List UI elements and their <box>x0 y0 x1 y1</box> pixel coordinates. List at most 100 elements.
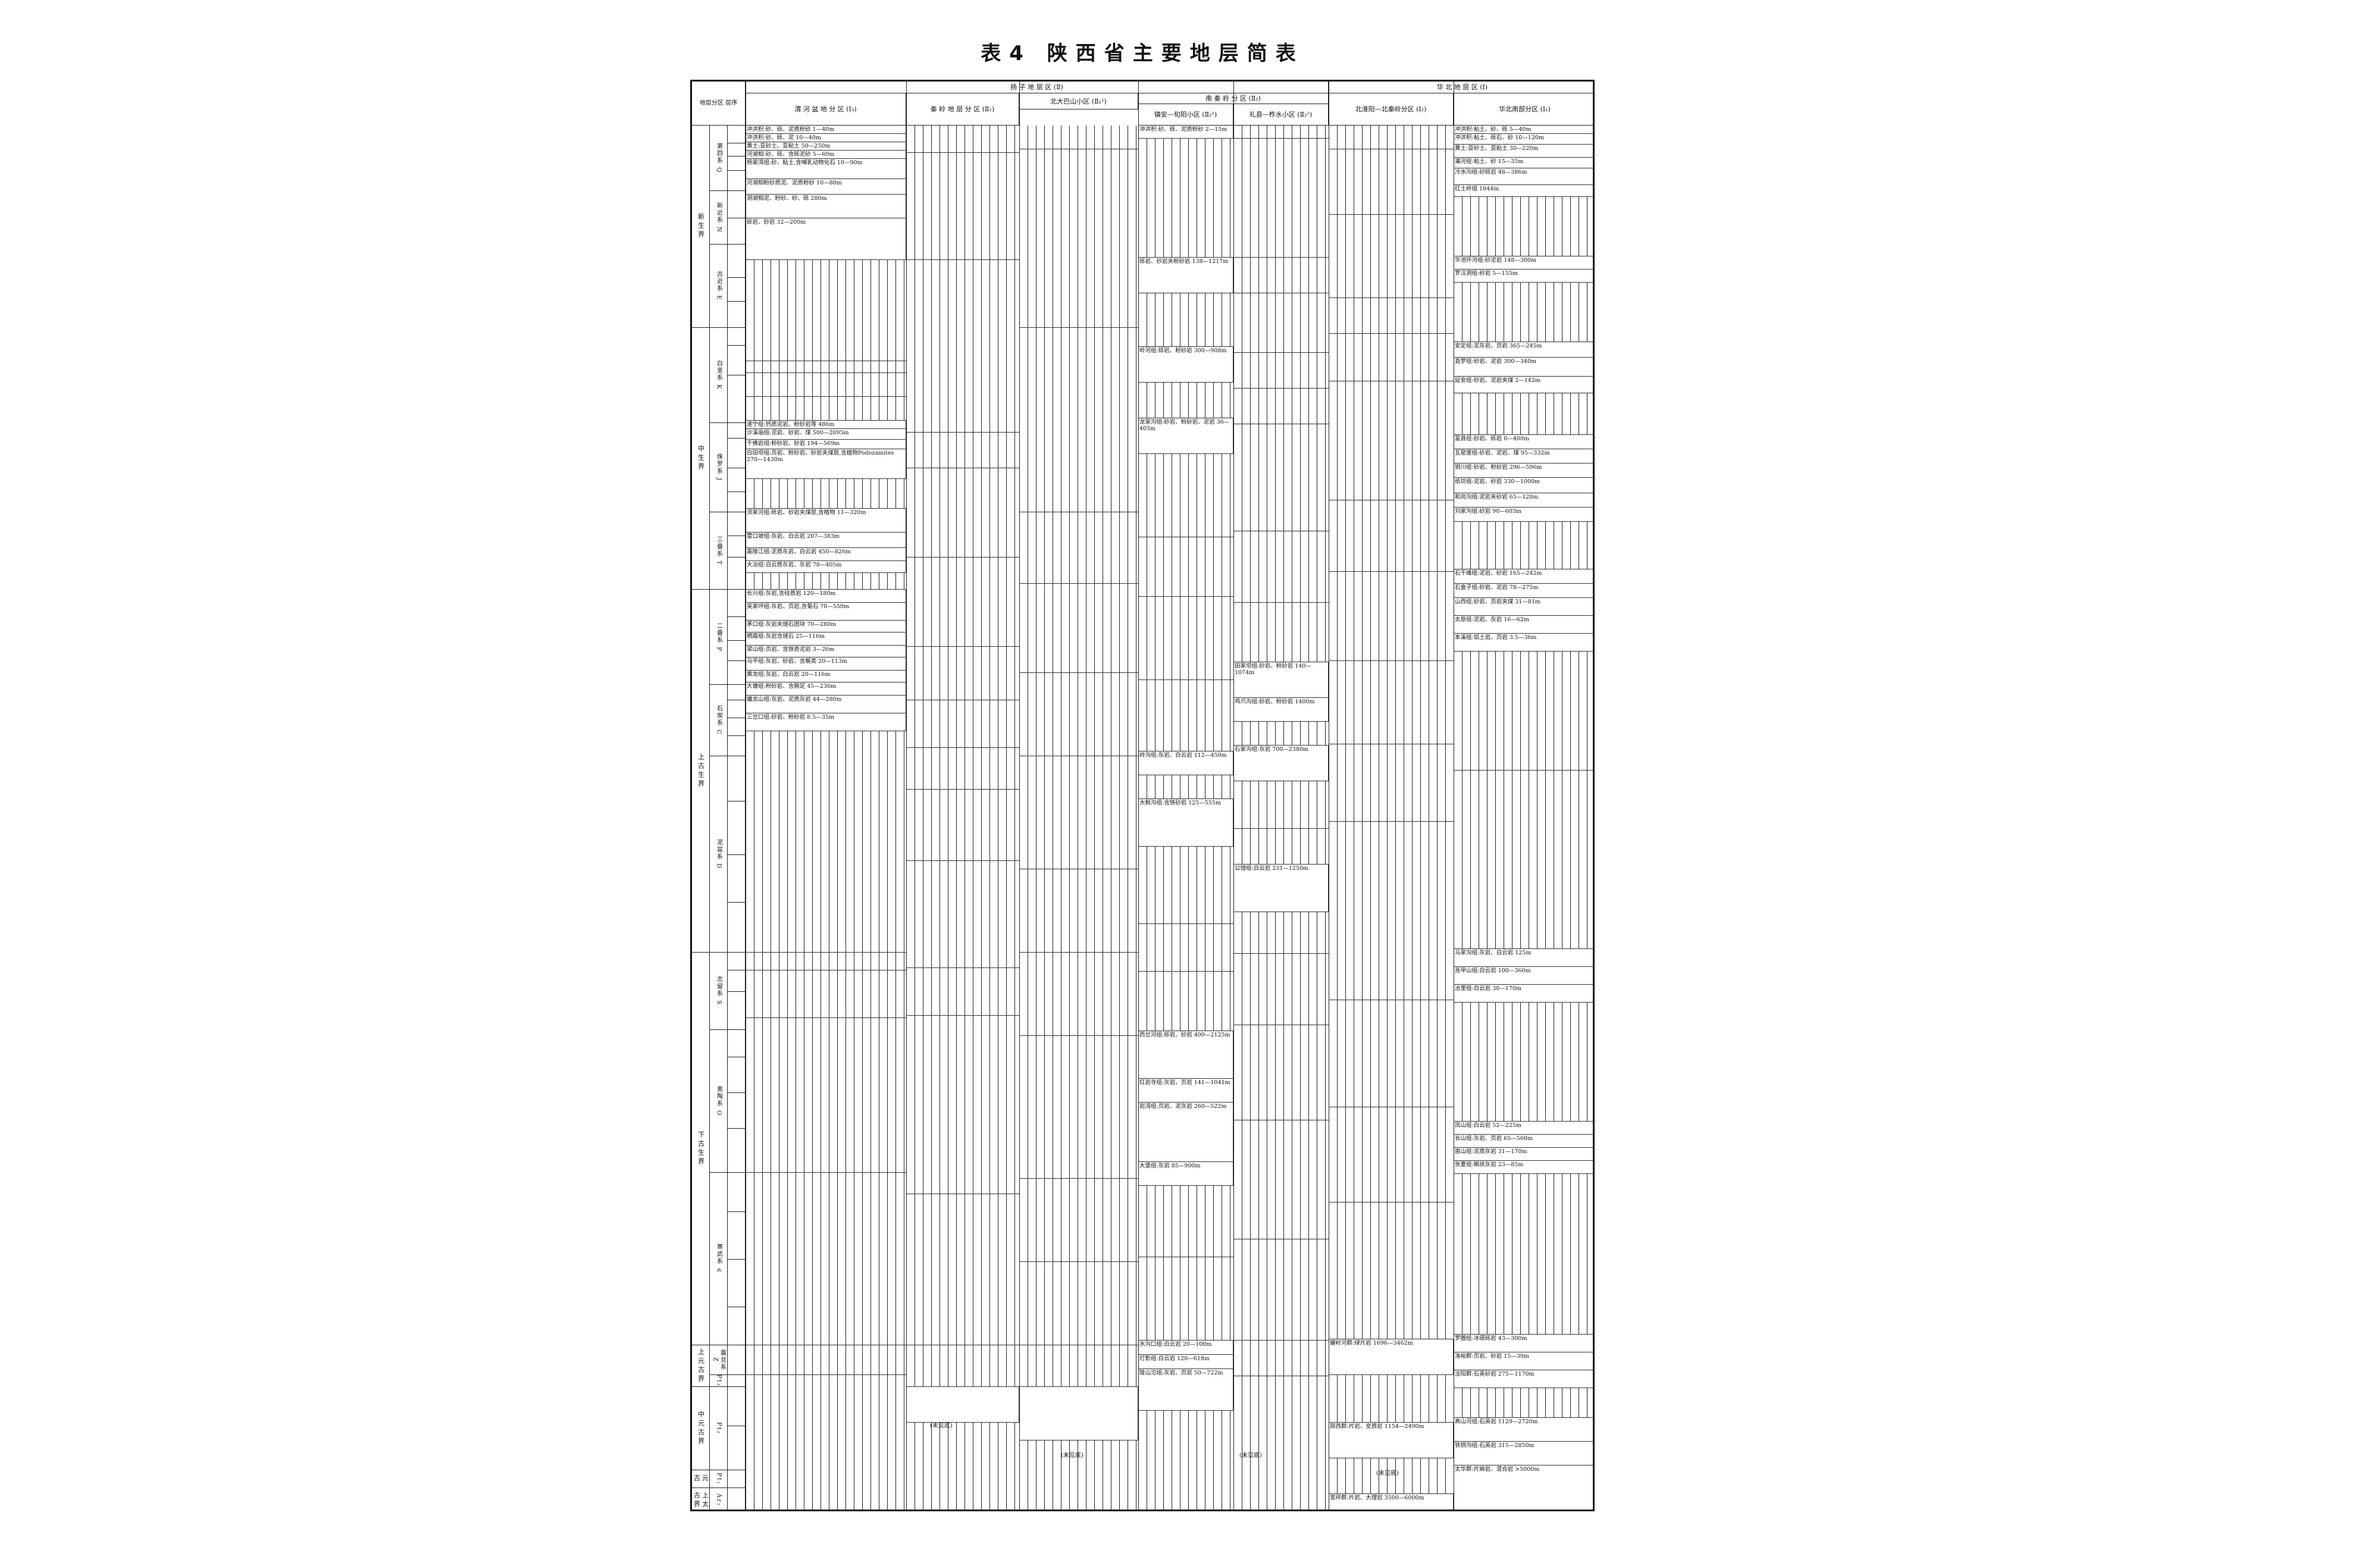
formation-cell: 山西组:砂岩、页岩夹煤 31—81m <box>1454 598 1593 616</box>
column-rule <box>1138 82 1139 1510</box>
hatched-gap <box>1019 512 1138 584</box>
hatched-gap <box>906 647 1019 700</box>
formation-cell: 罗汉洞组:砂岩 5—155m <box>1454 270 1593 283</box>
subregion-zhenan: 镇安—旬阳小区 (Ⅱ₂¹) <box>1138 104 1233 126</box>
system-devonian: 泥盆系 D <box>710 756 728 953</box>
hatched-gap <box>1138 1411 1233 1510</box>
series-cell <box>728 953 746 970</box>
series-cell <box>728 171 746 191</box>
series-cell <box>728 302 746 328</box>
hatched-gap <box>1233 139 1329 258</box>
series-cell <box>728 641 746 661</box>
formation-cell: 郧西群:片岩、变质岩 1154—2490m <box>1329 1423 1454 1458</box>
formation-cell: 凤山组:白云岩 52—225m <box>1454 1122 1593 1135</box>
subregion-weihe: 渭 河 盆 地 分 区 (Ⅰ₃) <box>746 93 906 126</box>
region-north-china: 华 北 地 层 区 (Ⅰ) <box>1329 82 1593 93</box>
series-cell <box>728 1173 746 1212</box>
subregion-huabei-south: 华北南部分区 (Ⅰ₁) <box>1454 93 1593 126</box>
formation-cell: 铜川组:砂岩、粉砂岩 296—596m <box>1454 464 1593 478</box>
hatched-gap <box>1233 603 1329 662</box>
hatched-gap <box>906 1194 1019 1345</box>
hatched-gap <box>1454 1174 1593 1335</box>
system-sinian: 震旦系 Z <box>710 1345 728 1375</box>
hatched-gap <box>906 790 1019 861</box>
formation-cell: 崮山组:泥质灰岩 31—170m <box>1454 1148 1593 1161</box>
formation-cell: 马家沟组:灰岩、白云岩 125m <box>1454 949 1593 967</box>
hatched-gap <box>746 361 906 373</box>
system-cambrian: 寒武系 ∈ <box>710 1173 728 1345</box>
system-silurian: 志留系 S <box>710 953 728 1030</box>
hatched-gap <box>1019 1179 1138 1262</box>
hatched-gap <box>1019 1036 1138 1179</box>
hatched-gap <box>1329 661 1454 744</box>
formation-cell: 高山河组:石英岩 1129—2720m <box>1454 1418 1593 1442</box>
hatched-gap <box>1138 972 1233 1031</box>
hatched-gap <box>1329 1107 1454 1202</box>
hatched-gap <box>1329 572 1454 661</box>
hatched-gap <box>1329 822 1454 1000</box>
formation-cell: 富县组:砂岩、砾岩 0—400m <box>1454 435 1593 449</box>
formation-cell: 田家坝组:砂岩、粉砂岩 140—1074m <box>1233 662 1329 698</box>
hatched-gap <box>906 433 1019 468</box>
hatched-gap <box>1233 353 1329 389</box>
hatched-gap <box>1019 1440 1138 1510</box>
series-cell <box>728 439 746 468</box>
hatched-gap <box>906 1345 1019 1387</box>
subregion-dabashan: 北大巴山小区 (Ⅱ₁¹) <box>1019 93 1138 109</box>
formation-cell: 蟠龙山组:灰岩、泥质灰岩 44—280m <box>746 696 906 713</box>
formation-cell: 岭河组:砾岩、粉砂岩 300—908m <box>1138 347 1233 383</box>
formation-cell: 冲洪积:粘土、砂、砾 5—40m <box>1454 126 1593 134</box>
hatched-gap <box>1138 775 1233 799</box>
formation-cell: 陡山沱组:灰岩、页岩 50—722m <box>1138 1369 1233 1411</box>
document-sheet: 表4 陕西省主要地层简表 地层分区 层序 扬 子 地 层 区 (Ⅱ) 华 北 地… <box>690 36 1595 1511</box>
series-cell <box>728 143 746 156</box>
formation-cell: 红土岭组 1044m <box>1454 185 1593 197</box>
formation-cell: 大枫沟组:含铁砂岩 125—555m <box>1138 799 1233 847</box>
series-cell <box>728 736 746 756</box>
system-permian: 二叠系 P <box>710 590 728 685</box>
column-rule <box>906 82 907 1510</box>
formation-cell: 铁铜沟组:石英岩 315—2850m <box>1454 1442 1593 1465</box>
unseen-base-note: (未见底) <box>1239 1452 1262 1459</box>
series-cell <box>728 492 746 512</box>
formation-cell <box>1019 1387 1138 1440</box>
hatched-gap <box>1138 454 1233 537</box>
series-cell <box>728 718 746 736</box>
series-cell <box>728 468 746 492</box>
era-upper-proterozoic: 上元古界 <box>692 1345 710 1387</box>
hatched-gap <box>1233 1025 1329 1120</box>
hatched-gap <box>1138 1257 1233 1341</box>
hatched-gap <box>1233 258 1329 293</box>
hatched-gap <box>1329 126 1454 149</box>
hatched-gap <box>1138 847 1233 924</box>
hatched-gap <box>1019 869 1138 953</box>
series-cell <box>728 1129 746 1173</box>
formation-cell: 水沟口组:白云岩 20—100m <box>1138 1341 1233 1355</box>
series-cell <box>728 346 746 375</box>
series-cell <box>728 685 746 700</box>
system-pt3: Pt₃ <box>710 1374 728 1387</box>
hatched-gap <box>1454 393 1593 435</box>
formation-cell: 灞河组:粘土、砂 15—35m <box>1454 158 1593 168</box>
formation-cell: 河湖相粉砂质泥、泥质粉砂 10—80m <box>746 179 906 195</box>
formation-cell: 岩湾组:页岩、泥灰岩 260—522m <box>1138 1103 1233 1162</box>
hatched-gap <box>746 1018 906 1173</box>
series-cell <box>728 375 746 423</box>
subregion-lixian: 礼县—柞水小区 (Ⅱ₂²) <box>1233 104 1329 126</box>
formation-cell: 岭沟组:灰岩、白云岩 112—450m <box>1138 751 1233 775</box>
system-pt2: Pt₂ <box>710 1387 728 1470</box>
formation-cell: 吴家坪组:灰岩、页岩,含菊石 70—550m <box>746 603 906 621</box>
system-jurassic: 侏罗系 J <box>710 423 728 512</box>
hatched-gap <box>1329 1375 1454 1423</box>
system-pt1: Pt₁ <box>710 1470 728 1488</box>
series-cell <box>728 423 746 439</box>
system-carboniferous: 石炭系 C <box>710 685 728 756</box>
series-cell <box>728 1212 746 1260</box>
era-cenozoic: 新生界 <box>692 126 710 328</box>
series-cell <box>728 756 746 801</box>
formation-cell: 冶里组:白云岩 30—170m <box>1454 985 1593 1003</box>
hatched-gap <box>906 748 1019 790</box>
unseen-base-note: (未见底) <box>930 1423 953 1429</box>
hatched-gap <box>1233 1239 1329 1341</box>
series-cell <box>728 1093 746 1129</box>
